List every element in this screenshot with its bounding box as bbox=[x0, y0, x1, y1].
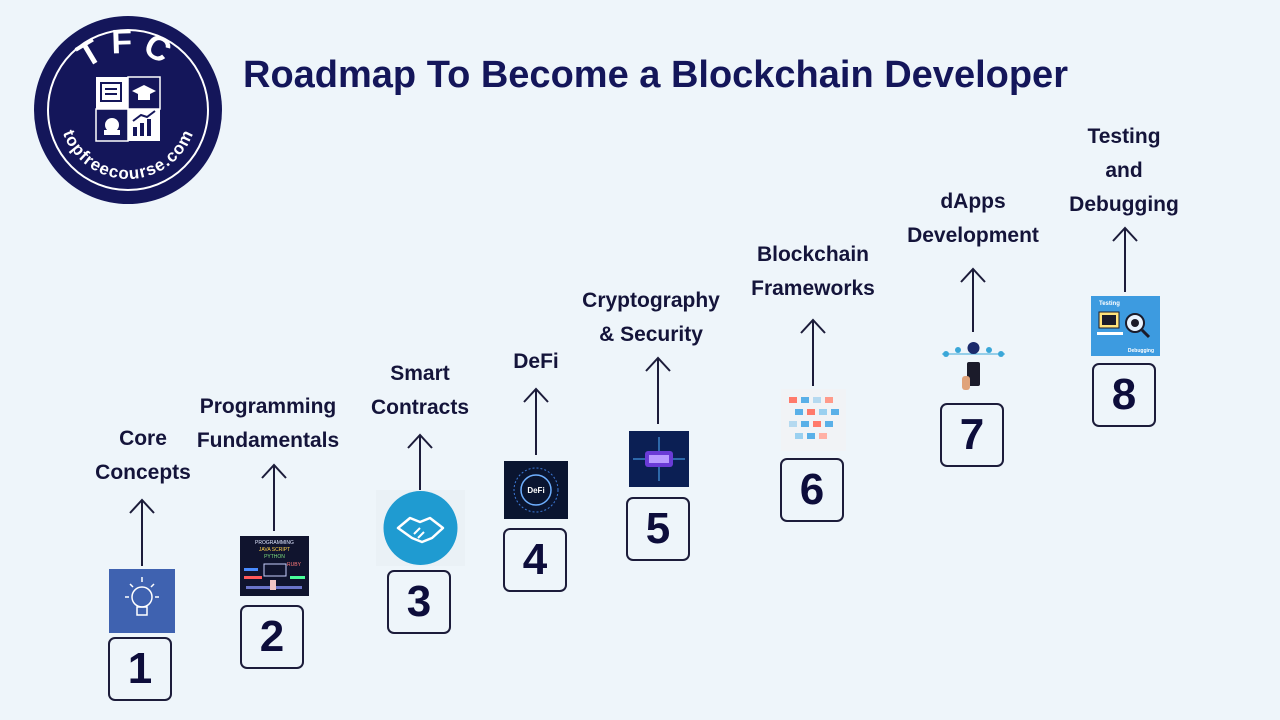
step-4-label-line: DeFi bbox=[513, 350, 559, 373]
step-2-label-line: Fundamentals bbox=[196, 429, 340, 452]
step-5-label-line: Cryptography bbox=[582, 289, 720, 312]
step-1-label: Core Concepts bbox=[53, 422, 233, 490]
step-6-label-line: Blockchain bbox=[756, 243, 870, 266]
arrow-up-icon bbox=[643, 356, 673, 424]
step-2-number-box: 2 bbox=[240, 605, 304, 669]
thumb-text: Debugging bbox=[1128, 348, 1154, 354]
step-8-number-box: 8 bbox=[1092, 363, 1156, 427]
step-7-number-box: 7 bbox=[940, 403, 1004, 467]
arrow-up-icon bbox=[259, 463, 289, 531]
step-5-number-box: 5 bbox=[626, 497, 690, 561]
step-1-number-box: 1 bbox=[108, 637, 172, 701]
arrow-up-icon bbox=[798, 318, 828, 386]
thumb-text: Testing bbox=[1099, 301, 1120, 307]
lightbulb-icon bbox=[109, 569, 175, 633]
step-2-label: Programming Fundamentals bbox=[178, 390, 358, 458]
step-2-label-line: Programming bbox=[199, 395, 337, 418]
programming-code-icon: PROGRAMMING JAVA SCRIPT PYTHON RUBY bbox=[240, 536, 309, 596]
step-5-label: Cryptography & Security bbox=[561, 284, 741, 352]
step-3-label-line: Smart bbox=[390, 362, 450, 385]
arrow-up-icon bbox=[127, 498, 157, 566]
step-1-label-line: Concepts bbox=[95, 461, 191, 484]
step-3-number-box: 3 bbox=[387, 570, 451, 634]
tfc-logo: TFC topfreecourse.com bbox=[33, 15, 223, 205]
step-6-label: Blockchain Frameworks bbox=[723, 238, 903, 306]
arrow-up-icon bbox=[405, 433, 435, 493]
step-6-label-line: Frameworks bbox=[751, 277, 875, 300]
arrow-up-icon bbox=[958, 267, 988, 332]
step-8-label: Testing and Debugging bbox=[1034, 120, 1214, 222]
defi-icon: DeFi bbox=[504, 461, 568, 519]
handshake-icon bbox=[376, 490, 465, 566]
arrow-up-icon bbox=[1110, 226, 1140, 292]
step-7-label-line: Development bbox=[907, 224, 1039, 247]
step-5-label-line: & Security bbox=[599, 323, 703, 346]
thumb-text: DeFi bbox=[527, 486, 544, 495]
step-4-label: DeFi bbox=[446, 345, 626, 379]
dapp-network-icon bbox=[936, 334, 1011, 398]
step-6-number-box: 6 bbox=[780, 458, 844, 522]
step-4-number-box: 4 bbox=[503, 528, 567, 592]
step-3-label-line: Contracts bbox=[370, 396, 470, 419]
step-7-label-line: dApps bbox=[940, 190, 1006, 213]
step-7-label: dApps Development bbox=[883, 185, 1063, 253]
arrow-up-icon bbox=[521, 387, 551, 455]
cryptography-chip-icon bbox=[629, 431, 689, 487]
blockchain-blocks-icon bbox=[781, 389, 846, 451]
testing-magnifier-icon: Testing Debugging bbox=[1091, 296, 1160, 356]
step-8-label-line: and bbox=[1105, 159, 1143, 182]
page-title: Roadmap To Become a Blockchain Developer bbox=[243, 54, 1068, 96]
thumb-text: PYTHON bbox=[264, 554, 285, 560]
thumb-text: JAVA SCRIPT bbox=[259, 547, 290, 553]
thumb-text: PROGRAMMING bbox=[255, 540, 294, 546]
step-8-label-line: Testing bbox=[1087, 125, 1161, 148]
step-8-label-line: Debugging bbox=[1069, 193, 1179, 216]
step-1-label-line: Core bbox=[119, 427, 167, 450]
thumb-text: RUBY bbox=[287, 562, 302, 568]
step-3-label: Smart Contracts bbox=[330, 357, 510, 425]
